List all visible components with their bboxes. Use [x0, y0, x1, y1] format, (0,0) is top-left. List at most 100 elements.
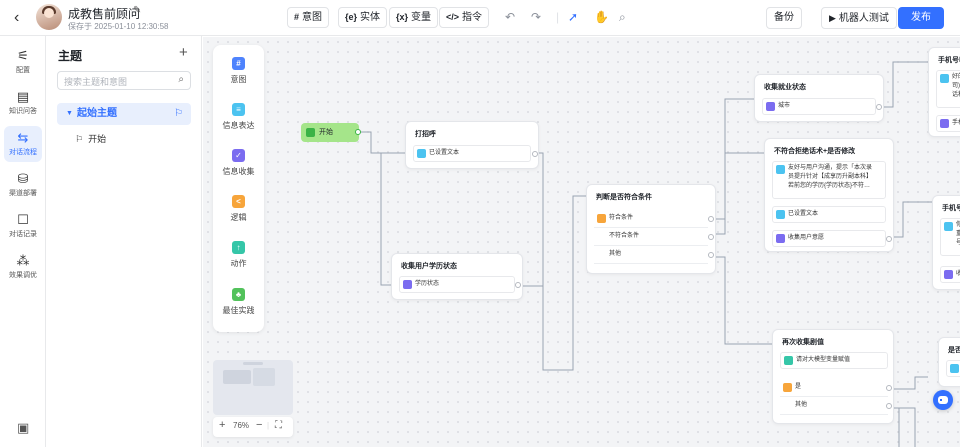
palette-item-action[interactable]: ↑动作	[213, 241, 264, 269]
rail-item-channel[interactable]: ⛁渠道部署	[4, 167, 42, 203]
output-port[interactable]	[876, 104, 882, 110]
row-label: 是	[795, 384, 802, 390]
undo-icon[interactable]: ↶	[505, 10, 516, 24]
row-label: 其他	[609, 251, 622, 257]
pointer-icon[interactable]: ➚	[568, 10, 579, 24]
assistant-bot-icon[interactable]	[933, 390, 953, 410]
document-icon[interactable]: ▣	[17, 420, 30, 435]
output-port[interactable]	[886, 403, 892, 409]
node-judge-condition[interactable]: 判断是否符合条件 符合条件 不符合条件 其他	[586, 184, 716, 274]
palette-item-best-practice[interactable]: ♣最佳实践	[213, 288, 264, 316]
node-row[interactable]: 你 重 号	[940, 218, 960, 256]
add-topic-icon[interactable]: +	[179, 44, 188, 61]
node-phone-collect[interactable]: 手机号收 好的 司)若 话和 手机	[928, 47, 960, 137]
topic-item-begin[interactable]: ⚐ 开始	[75, 132, 106, 145]
robot-test-button[interactable]: ▶机器人测试	[821, 7, 897, 29]
caret-down-icon: ▼	[66, 110, 73, 117]
text-line: 若前您的学历{学历状态}不符…	[788, 183, 871, 189]
node-row[interactable]: 不符合条件	[594, 229, 708, 246]
fit-view-icon[interactable]: ⛶	[275, 420, 282, 431]
node-title: 打招呼	[415, 131, 436, 138]
output-port[interactable]	[532, 151, 538, 157]
publish-button[interactable]: 发布	[898, 7, 944, 29]
message-icon	[776, 210, 785, 219]
topic-label: 开始	[88, 134, 107, 144]
collect-icon	[940, 119, 949, 128]
node-title: 再次收集剧值	[782, 339, 824, 346]
rail-item-flow[interactable]: ⇆对话流程	[4, 126, 42, 162]
rail-label: 效果调优	[9, 272, 37, 279]
entity-button[interactable]: {e}实体	[338, 7, 388, 28]
search-icon[interactable]: ⌕	[619, 10, 626, 24]
output-port[interactable]	[886, 236, 892, 242]
zoom-in-icon[interactable]: +	[219, 419, 226, 431]
rail-item-knowledge[interactable]: ▤知识问答	[4, 85, 42, 121]
node-row[interactable]: 学历状态	[399, 276, 515, 293]
edit-title-icon[interactable]: ✎	[133, 5, 142, 16]
palette-label: 最佳实践	[222, 306, 255, 315]
node-row[interactable]: 友好与用户沟通，提示「本次录 员提升针对【成享历升副本科】 若前您的学历{学历状…	[772, 161, 886, 199]
node-row[interactable]: 是	[780, 380, 888, 397]
rail-item-tuning[interactable]: ⁂效果调优	[4, 249, 42, 285]
node-row[interactable]	[946, 360, 960, 377]
start-node[interactable]: 开始	[301, 123, 361, 142]
rail-item-records[interactable]: ☐对话记录	[4, 208, 42, 244]
node-row[interactable]: 已设置文本	[413, 145, 531, 162]
intent-button[interactable]: #意图	[287, 7, 330, 28]
node-row[interactable]: 请对大模型变量赋值	[780, 352, 888, 369]
message-icon	[940, 74, 949, 83]
intent-label: 意图	[302, 12, 323, 23]
node-row[interactable]: 收	[940, 266, 960, 283]
output-port[interactable]	[708, 252, 714, 258]
node-row[interactable]: 城市	[762, 98, 876, 115]
palette-label: 逻辑	[230, 213, 247, 222]
node-collect-again[interactable]: 再次收集剧值 请对大模型变量赋值 是 其他	[772, 329, 894, 424]
palette-item-info-collect[interactable]: ✓信息收集	[213, 149, 264, 177]
topic-label: 起始主题	[77, 108, 117, 119]
node-row[interactable]: 已设置文本	[772, 206, 886, 223]
output-port[interactable]	[886, 385, 892, 391]
flag-icon: ⚐	[75, 134, 84, 144]
node-row[interactable]: 其他	[780, 398, 888, 415]
collect-icon	[776, 234, 785, 243]
zoom-controls: + 76% − | ⛶	[213, 417, 293, 437]
row-label: 手机	[952, 120, 960, 126]
topic-item-start-topic[interactable]: ▼ 起始主题 ⚐	[57, 103, 191, 125]
node-phone-collect-2[interactable]: 手机号 你 重 号 收	[932, 195, 960, 290]
row-label: 其他	[795, 402, 808, 408]
palette-item-logic[interactable]: <逻辑	[213, 195, 264, 223]
node-collect-education[interactable]: 收集用户学历状态 学历状态	[391, 253, 523, 300]
flow-canvas[interactable]: #意图 ≡信息表达 ✓信息收集 <逻辑 ↑动作 ♣最佳实践 + 76% − | …	[203, 37, 960, 447]
topic-panel: 主题 + 搜索主题和意图 ⌕ ▼ 起始主题 ⚐ ⚐开始	[47, 36, 202, 447]
hand-icon[interactable]: ✋	[594, 10, 609, 24]
node-reject-script[interactable]: 不符合拒绝话术+是否修改 友好与用户沟通，提示「本次录 员提升针对【成享历升副本…	[764, 138, 894, 252]
row-label: 收集用户意愿	[788, 235, 825, 241]
output-port[interactable]	[515, 282, 521, 288]
backup-button[interactable]: 备份	[766, 7, 802, 29]
minimap-content	[243, 362, 263, 365]
output-port[interactable]	[708, 234, 714, 240]
minimap[interactable]	[213, 360, 293, 415]
output-port[interactable]	[355, 129, 361, 135]
variable-button[interactable]: {x}变量	[389, 7, 439, 28]
back-arrow-icon[interactable]: ‹	[14, 9, 20, 26]
node-row[interactable]: 手机	[936, 115, 960, 132]
output-port[interactable]	[708, 216, 714, 222]
command-button[interactable]: </>指令	[439, 7, 490, 28]
topic-search-input[interactable]: 搜索主题和意图 ⌕	[57, 71, 191, 90]
node-whether[interactable]: 是否	[938, 337, 960, 387]
palette-item-info-expression[interactable]: ≡信息表达	[213, 103, 264, 131]
text-line: 话和	[952, 92, 960, 98]
node-collect-employment[interactable]: 收集就业状态 城市	[754, 74, 884, 122]
rail-item-config[interactable]: ⚟配置	[4, 44, 42, 80]
node-row[interactable]: 其他	[594, 247, 708, 264]
palette-label: 信息收集	[222, 167, 255, 176]
zoom-out-icon[interactable]: −	[256, 419, 263, 431]
node-row[interactable]: 收集用户意愿	[772, 230, 886, 247]
action-icon: ↑	[232, 241, 245, 254]
node-row[interactable]: 好的 司)若 话和	[936, 70, 960, 108]
node-greet[interactable]: 打招呼 已设置文本	[405, 121, 539, 169]
palette-item-intent[interactable]: #意图	[213, 57, 264, 85]
node-row[interactable]: 符合条件	[594, 211, 708, 228]
redo-icon[interactable]: ↷	[531, 10, 542, 24]
